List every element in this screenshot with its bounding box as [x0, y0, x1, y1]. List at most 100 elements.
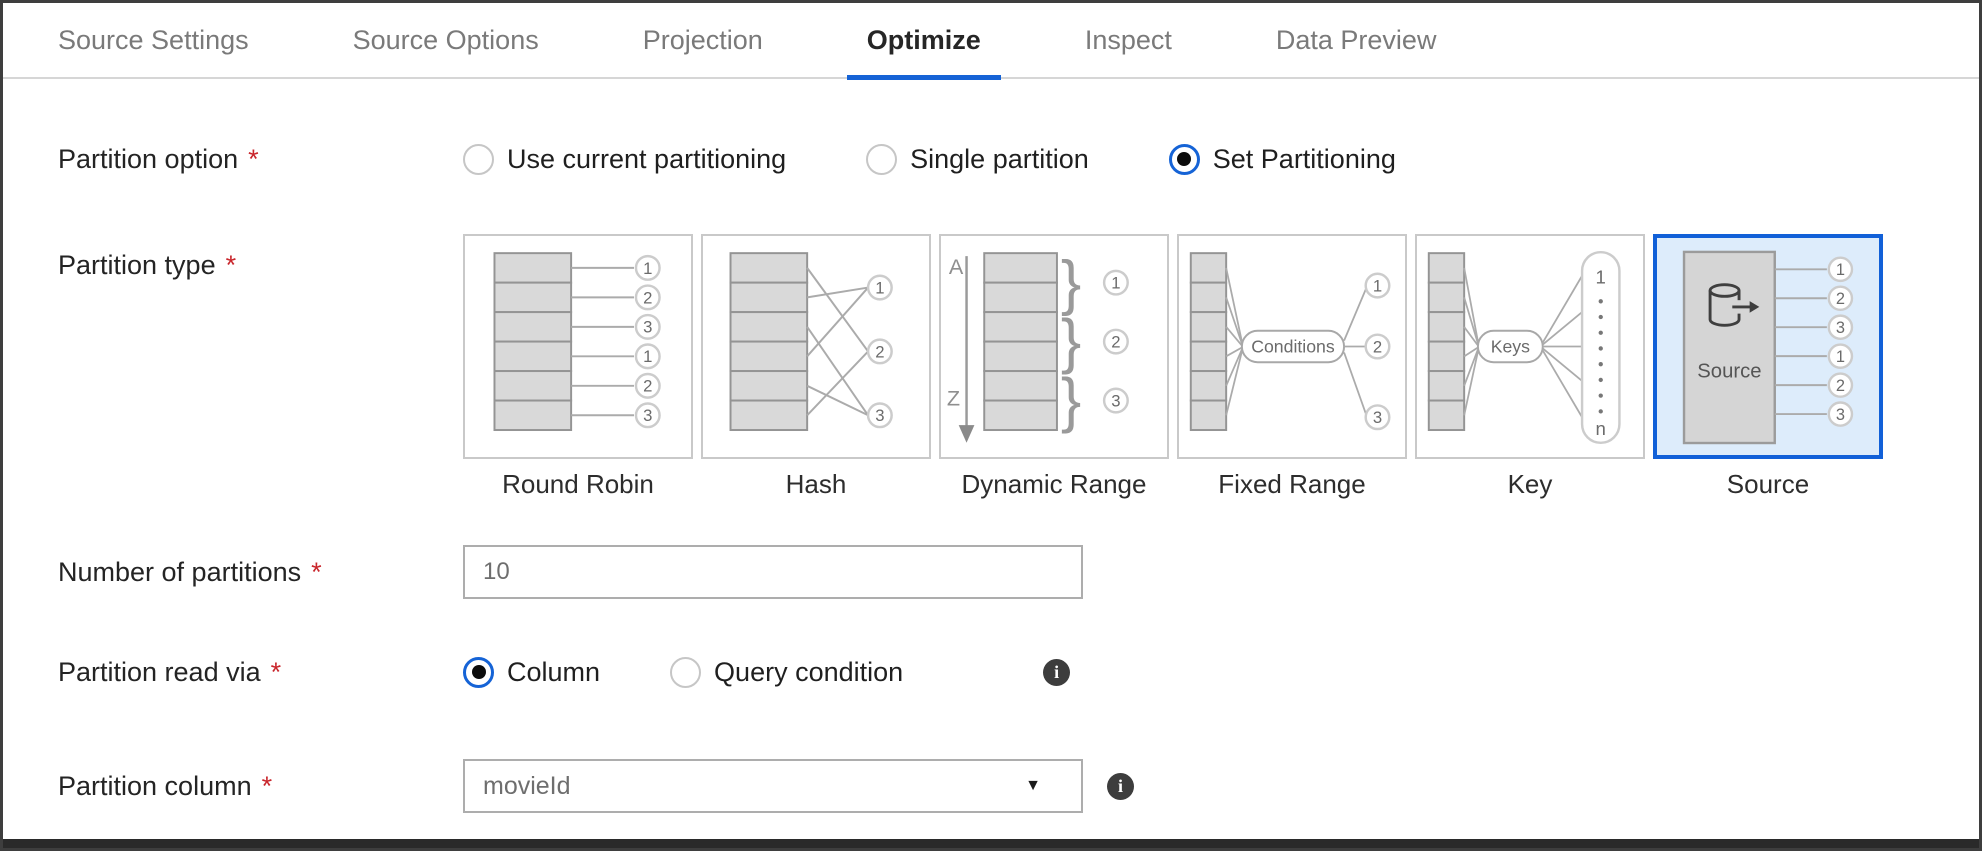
output-number: 2	[1836, 377, 1845, 395]
radio-label: Set Partitioning	[1212, 143, 1396, 174]
output-number: 2	[1836, 290, 1845, 308]
tab-source-options[interactable]: Source Options	[352, 24, 539, 55]
label-text: Number of partitions	[58, 556, 302, 587]
partition-read-via-radio-group: Column Query condition	[463, 656, 904, 688]
radio-icon-selected	[463, 656, 494, 688]
output-number: 2	[643, 377, 652, 396]
tile-dynamic-range[interactable]: A Z }	[939, 234, 1169, 500]
radio-label: Column	[507, 656, 601, 687]
output-number: 1	[1836, 348, 1845, 366]
connector-lines	[806, 267, 869, 417]
output-number: 1	[1111, 274, 1120, 293]
fixed-range-diagram: Conditions 1 2 3	[1189, 252, 1391, 432]
radio-single-partition[interactable]: Single partition	[866, 143, 1089, 175]
tab-optimize[interactable]: Optimize	[846, 3, 1001, 80]
radio-set-partitioning[interactable]: Set Partitioning	[1168, 143, 1396, 175]
source-diagram: Source 1 2 3 1	[1682, 250, 1854, 445]
label-text: Partition read via	[58, 656, 261, 687]
output-number: 2	[1111, 332, 1120, 351]
tile-caption: Source	[1726, 469, 1810, 499]
sort-start-letter: A	[949, 254, 964, 279]
output-number: 2	[643, 288, 652, 307]
tab-source-settings[interactable]: Source Settings	[58, 24, 249, 55]
tab-inspect[interactable]: Inspect	[1084, 24, 1172, 55]
radio-icon	[670, 656, 702, 688]
number-of-partitions-row: Number of partitions *	[3, 545, 1979, 599]
sort-arrow-head	[958, 425, 975, 443]
output-number: 2	[875, 342, 884, 361]
key-diagram: Keys 1	[1427, 250, 1621, 445]
output-number: 1	[875, 278, 884, 297]
round-robin-diagram: 1 2 3 1 2 3	[493, 252, 661, 432]
radio-icon	[866, 143, 898, 175]
label-text: Partition type	[58, 250, 216, 280]
radio-label: Query condition	[714, 656, 904, 687]
tile-box: Source 1 2 3 1	[1653, 234, 1883, 459]
conditions-pill	[1240, 329, 1346, 364]
partition-column-label: Partition column*	[58, 771, 463, 802]
output-circles: 1 2 3 1 2 3	[634, 254, 661, 429]
output-circles: 1 2 3	[866, 274, 893, 429]
conditions-pill-label: Conditions	[1251, 336, 1335, 356]
tile-box: 1 2 3	[701, 234, 931, 459]
tab-bar: Source Settings Source Options Projectio…	[3, 3, 1979, 80]
tile-caption: Round Robin	[502, 469, 654, 499]
output-number: 3	[875, 406, 884, 425]
source-box	[1682, 250, 1776, 445]
tile-box: Keys 1	[1415, 234, 1645, 459]
radio-use-current-partitioning[interactable]: Use current partitioning	[463, 143, 787, 175]
tab-projection[interactable]: Projection	[642, 24, 763, 55]
radio-label: Single partition	[910, 143, 1089, 174]
partition-option-label: Partition option *	[58, 144, 463, 175]
radio-column[interactable]: Column	[463, 656, 601, 688]
partition-type-row: Partition type*	[3, 234, 1979, 500]
connector-lines-out	[1542, 275, 1583, 418]
range-bottom: n	[1596, 418, 1606, 439]
source-box-label: Source	[1697, 360, 1761, 382]
required-asterisk: *	[248, 143, 259, 174]
hash-diagram: 1 2 3	[729, 252, 893, 432]
partition-type-tiles: 1 2 3 1 2 3 Round Robin	[463, 234, 1883, 500]
required-asterisk: *	[270, 656, 282, 687]
brace: }	[1061, 366, 1081, 434]
tile-caption: Hash	[785, 469, 847, 499]
info-icon[interactable]: i	[1043, 658, 1071, 686]
output-circles: 1 2 3	[1364, 272, 1391, 431]
radio-query-condition[interactable]: Query condition	[670, 656, 904, 688]
output-number: 1	[643, 347, 652, 366]
tile-key[interactable]: Keys 1	[1415, 234, 1645, 500]
partition-stack	[729, 252, 809, 432]
partition-option-radio-group: Use current partitioning Single partitio…	[463, 143, 1396, 175]
radio-icon-selected	[1168, 143, 1200, 175]
partition-stack	[1427, 252, 1466, 432]
label-text: Partition option	[58, 143, 239, 174]
number-of-partitions-input[interactable]	[463, 545, 1083, 599]
output-number: 3	[1836, 319, 1845, 337]
tile-source[interactable]: Source 1 2 3 1	[1653, 234, 1883, 500]
dropdown-selected-value: movieId	[483, 771, 571, 800]
partition-type-label: Partition type*	[58, 234, 463, 281]
partition-column-select[interactable]: movieId ▼	[463, 759, 1083, 813]
connector-lines	[1463, 267, 1479, 416]
output-number: 3	[1836, 406, 1845, 424]
tile-hash[interactable]: 1 2 3 Hash	[701, 234, 931, 500]
brace: }	[1061, 307, 1081, 375]
connector-lines	[1225, 267, 1243, 416]
radio-label: Use current partitioning	[507, 143, 787, 174]
tile-fixed-range[interactable]: Conditions 1 2 3 Fixed Range	[1177, 234, 1407, 500]
partition-read-via-label: Partition read via *	[58, 657, 463, 688]
output-circles: 1 2 3 1 2 3	[1827, 256, 1854, 427]
brace: }	[1061, 248, 1081, 316]
output-number: 1	[643, 259, 652, 278]
partition-stack	[1189, 252, 1228, 432]
required-asterisk: *	[311, 556, 322, 587]
connector-lines-out	[1343, 289, 1367, 414]
tile-box: 1 2 3 1 2 3	[463, 234, 693, 459]
dynamic-range-diagram: A Z }	[947, 248, 1129, 443]
tile-round-robin[interactable]: 1 2 3 1 2 3 Round Robin	[463, 234, 693, 500]
database-export-icon	[1708, 283, 1760, 327]
output-number: 3	[1373, 408, 1382, 427]
tab-data-preview[interactable]: Data Preview	[1275, 24, 1437, 55]
info-icon[interactable]: i	[1107, 772, 1134, 800]
